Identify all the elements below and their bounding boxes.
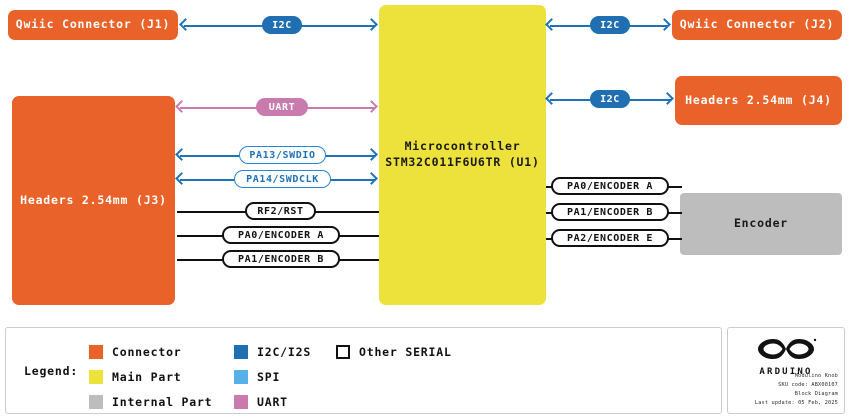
legend-item-label: Main Part [112,370,182,384]
pill-text: I2C [272,19,292,31]
document-type: Block Diagram [794,390,838,397]
connection-label-j3-mcu-swdio[interactable]: PA13/SWDIO [239,146,326,164]
arduino-infinity-icon [758,338,817,359]
swatch-internal-part-icon [89,395,103,409]
block-headers-j3[interactable]: Headers 2.54mm (J3) [12,96,175,305]
arrow-head-right [365,172,378,185]
pill-text: PA13/SWDIO [249,149,316,161]
swatch-spi-icon [234,370,248,384]
legend-item-label: Other SERIAL [359,345,452,359]
legend-item-label: I2C/I2S [257,345,312,359]
block-label-title: Microcontroller [404,139,521,154]
legend-column-buses: I2C/I2S SPI UART [234,340,311,415]
connection-label-mcu-encoder-b[interactable]: PA1/ENCODER B [551,203,669,221]
block-label: Qwiic Connector (J2) [679,17,835,32]
block-label-part-number: STM32C011F6U6TR (U1) [385,155,540,169]
arrow-head-right [365,18,378,31]
block-label: Encoder [733,216,789,231]
pill-text: PA0/ENCODER A [566,180,654,192]
arrow-head-right [658,18,671,31]
block-headers-j4[interactable]: Headers 2.54mm (J4) [675,76,842,125]
legend-item-uart: UART [234,390,311,414]
connection-label-mcu-j4-i2c[interactable]: I2C [590,90,630,108]
legend-title: Legend: [24,364,79,378]
connection-label-mcu-encoder-e[interactable]: PA2/ENCODER E [551,229,669,247]
legend-panel: Legend: [5,327,722,414]
legend-item-spi: SPI [234,365,311,389]
pill-text: PA1/ENCODER B [237,253,325,265]
legend-item-label: SPI [257,370,281,384]
connection-label-mcu-j2-i2c[interactable]: I2C [590,16,630,34]
arrow-head-right [365,148,378,161]
block-label: Qwiic Connector (J1) [15,17,171,32]
block-qwiic-connector-j2[interactable]: Qwiic Connector (J2) [672,10,842,40]
arrow-head-right [661,92,674,105]
arrow-head-left [175,148,188,161]
pill-text: RF2/RST [257,205,304,217]
last-update: Last update: 05 Feb, 2025 [754,399,838,406]
legend-item-internal-part: Internal Part [89,390,212,414]
logo-panel: ARDUINO Modulino Knob SKU code: ABX00107… [727,327,845,414]
product-name: Modulino Knob [794,372,838,379]
legend-item-i2c: I2C/I2S [234,340,311,364]
sku-code: SKU code: ABX00107 [778,381,838,388]
pill-text: I2C [600,93,620,105]
connection-label-j3-mcu-encoder-a[interactable]: PA0/ENCODER A [222,226,340,244]
connection-label-j3-mcu-uart[interactable]: UART [256,98,308,116]
connection-label-j1-mcu-i2c[interactable]: I2C [262,16,302,34]
block-label: Headers 2.54mm (J4) [685,92,832,107]
swatch-other-serial-icon [336,345,350,359]
pill-text: PA0/ENCODER A [237,229,325,241]
pill-text: UART [268,101,296,113]
legend-item-label: Connector [112,345,182,359]
connection-label-j3-mcu-encoder-b[interactable]: PA1/ENCODER B [222,250,340,268]
arduino-logo: ARDUINO [755,336,817,377]
legend-item-main-part: Main Part [89,365,212,389]
arrow-head-left [545,18,558,31]
arrow-head-left [545,92,558,105]
arduino-wordmark: ARDUINO [759,367,813,377]
arrow-head-left [179,18,192,31]
arrow-head-left [175,100,188,113]
block-encoder[interactable]: Encoder [680,193,842,255]
swatch-main-part-icon [89,370,103,384]
pill-text: PA2/ENCODER E [566,232,654,244]
legend-item-label: UART [257,395,288,409]
pill-text: I2C [600,19,620,31]
connection-label-mcu-encoder-a[interactable]: PA0/ENCODER A [551,177,669,195]
arrow-head-left [175,172,188,185]
block-microcontroller[interactable]: Microcontroller STM32C011F6U6TR (U1) [379,5,546,305]
legend-item-other-serial: Other SERIAL [336,340,452,364]
connection-label-j3-mcu-swdclk[interactable]: PA14/SWDCLK [234,170,331,188]
document-metadata: Modulino Knob SKU code: ABX00107 Block D… [755,372,838,408]
arrow-head-right [365,100,378,113]
swatch-i2c-icon [234,345,248,359]
pill-text: PA1/ENCODER B [566,206,654,218]
legend-item-connector: Connector [89,340,212,364]
block-label: Headers 2.54mm (J3) [20,192,167,207]
legend-column-parts: Connector Main Part Internal Part [89,340,212,415]
legend-item-label: Internal Part [112,395,213,409]
swatch-connector-icon [89,345,103,359]
swatch-uart-icon [234,395,248,409]
pill-text: PA14/SWDCLK [246,173,319,185]
connection-label-j3-mcu-rst[interactable]: RF2/RST [245,202,316,220]
legend-column-other: Other SERIAL [336,340,452,365]
block-qwiic-connector-j1[interactable]: Qwiic Connector (J1) [8,10,178,40]
